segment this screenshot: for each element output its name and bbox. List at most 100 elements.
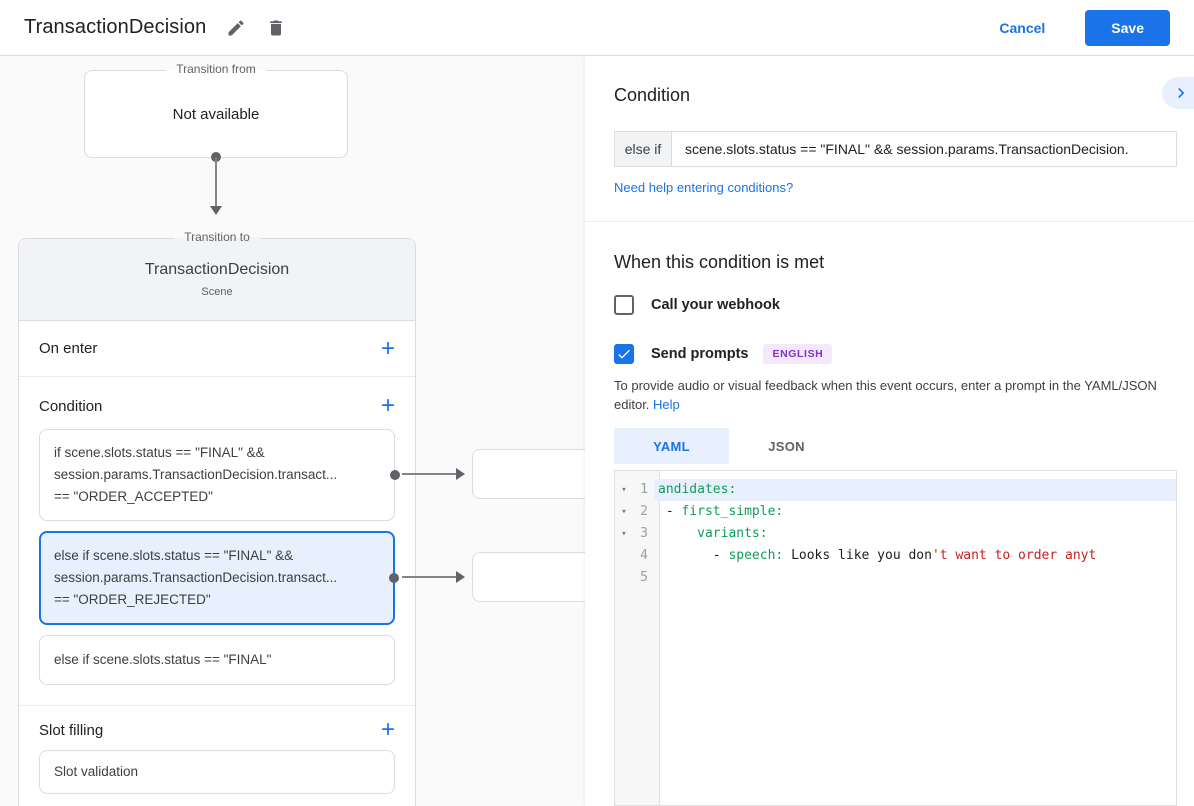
send-prompts-row: Send prompts ENGLISH	[614, 344, 833, 364]
code-token: first_simple:	[681, 504, 784, 519]
condition-help-link[interactable]: Need help entering conditions?	[614, 180, 794, 195]
condition-card-text: session.params.TransactionDecision.trans…	[54, 467, 338, 482]
condition-card-text: == "ORDER_REJECTED"	[54, 592, 211, 607]
add-condition-button[interactable]: +	[380, 392, 395, 419]
code-text[interactable]: - speech: Looks like you don't want to o…	[654, 545, 1176, 567]
condition-prefix-label: else if	[615, 132, 672, 166]
language-badge: ENGLISH	[763, 344, 833, 364]
condition-card-text: == "ORDER_ACCEPTED"	[54, 489, 213, 504]
on-enter-row: On enter +	[19, 321, 415, 377]
connector-line	[215, 158, 217, 206]
condition-card[interactable]: else if scene.slots.status == "FINAL" &&…	[39, 531, 399, 625]
connector-dot	[211, 152, 221, 162]
add-slot-button[interactable]: +	[380, 716, 395, 743]
connector-line	[402, 576, 458, 578]
connector-dot[interactable]	[390, 470, 400, 480]
condition-section-title: Condition	[39, 397, 103, 415]
editor-tabbar: YAML JSON	[614, 428, 844, 464]
send-prompts-checkbox[interactable]	[614, 344, 634, 364]
scene-name: TransactionDecision	[144, 261, 290, 278]
top-bar: TransactionDecision Cancel Save	[0, 0, 1194, 56]
fold-toggle-icon	[615, 567, 633, 589]
transition-target-box[interactable]	[472, 449, 586, 499]
code-token: 't want to order anyt	[931, 548, 1097, 563]
slot-filling-section: Slot filling + Slot validation	[19, 706, 415, 806]
code-token: speech:	[728, 548, 784, 563]
code-line: ▾ 3 variants:	[615, 523, 1176, 545]
tab-json[interactable]: JSON	[768, 438, 805, 454]
chevron-right-icon	[1171, 83, 1191, 103]
line-number: 5	[640, 570, 648, 585]
trash-icon	[266, 18, 286, 38]
help-link[interactable]: Help	[653, 397, 680, 412]
slot-card-text: Slot validation	[54, 764, 139, 779]
panel-divider	[585, 221, 1194, 222]
code-line: 5	[615, 567, 1176, 589]
slot-card[interactable]: Slot validation	[39, 750, 395, 794]
code-line: ▾ 2 - first_simple:	[615, 501, 1176, 523]
condition-detail-panel: Condition else if Need help entering con…	[585, 56, 1194, 806]
delete-scene-button[interactable]	[260, 12, 292, 44]
edit-title-button[interactable]	[220, 12, 252, 44]
transition-from-box: Transition from Not available	[84, 62, 348, 158]
arrow-right-icon	[456, 468, 465, 480]
arrow-down-icon	[210, 206, 222, 215]
code-token: andidates:	[658, 482, 737, 497]
scene-type-label: Scene	[201, 286, 233, 298]
call-webhook-checkbox[interactable]	[614, 295, 634, 315]
scene-canvas: Transition from Not available Transition…	[0, 56, 586, 806]
condition-expression-group: else if	[614, 131, 1177, 167]
pencil-icon	[226, 18, 246, 38]
save-button[interactable]: Save	[1085, 9, 1170, 46]
fold-toggle-icon	[615, 545, 633, 567]
transition-target-box[interactable]	[472, 552, 586, 602]
code-text[interactable]: andidates:	[654, 479, 1176, 501]
code-line: 4 - speech: Looks like you don't want to…	[615, 545, 1176, 567]
arrow-right-icon	[456, 571, 465, 583]
editor-gutter	[615, 471, 660, 805]
cancel-button[interactable]: Cancel	[985, 12, 1059, 44]
fold-toggle-icon[interactable]: ▾	[621, 507, 627, 517]
collapse-panel-button[interactable]	[1162, 77, 1194, 109]
add-on-enter-button[interactable]: +	[380, 334, 395, 362]
condition-card-text: else if scene.slots.status == "FINAL" &&	[54, 548, 294, 563]
fold-toggle-icon[interactable]: ▾	[621, 485, 627, 495]
checkmark-icon	[616, 346, 632, 362]
line-number: 2	[640, 504, 648, 519]
code-line: ▾ 1 andidates:	[615, 479, 1176, 501]
scene-header[interactable]: TransactionDecision Scene	[19, 239, 415, 321]
condition-card-text: session.params.TransactionDecision.trans…	[54, 570, 338, 585]
code-text[interactable]: variants:	[654, 523, 1176, 545]
condition-card-text: if scene.slots.status == "FINAL" &&	[54, 445, 265, 460]
code-text[interactable]	[654, 567, 1176, 589]
transition-from-label: Transition from	[166, 62, 266, 76]
on-enter-title: On enter	[39, 340, 98, 357]
line-number: 3	[640, 526, 648, 541]
slot-filling-section-title: Slot filling	[39, 721, 104, 739]
send-prompts-label: Send prompts	[651, 346, 749, 362]
condition-card-text: else if scene.slots.status == "FINAL"	[54, 652, 272, 667]
panel-condition-title: Condition	[614, 85, 691, 105]
editor-hint-text: To provide audio or visual feedback when…	[614, 378, 1157, 412]
condition-card[interactable]: if scene.slots.status == "FINAL" && sessi…	[39, 429, 400, 521]
condition-expression-input[interactable]	[672, 132, 1176, 166]
code-token: Looks like you don	[783, 548, 932, 563]
code-token: -	[658, 504, 682, 519]
condition-section: Condition + if scene.slots.status == "FI…	[19, 377, 415, 706]
connector-line	[402, 473, 458, 475]
yaml-editor[interactable]: ▾ 1 andidates: ▾ 2 - first_simple: ▾ 3 variant…	[614, 470, 1177, 806]
tab-yaml[interactable]: YAML	[614, 428, 729, 464]
code-token: -	[658, 548, 729, 563]
code-token: variants:	[697, 526, 768, 541]
transition-to-card: Transition to TransactionDecision Scene …	[18, 230, 416, 806]
transition-from-content: Not available	[172, 105, 260, 123]
connector-dot[interactable]	[389, 573, 399, 583]
line-number: 1	[640, 482, 648, 497]
call-webhook-row: Call your webhook	[614, 295, 780, 315]
code-text[interactable]: - first_simple:	[654, 501, 1176, 523]
call-webhook-label: Call your webhook	[651, 297, 780, 313]
fold-toggle-icon[interactable]: ▾	[621, 529, 627, 539]
condition-met-title: When this condition is met	[614, 252, 825, 272]
condition-card[interactable]: else if scene.slots.status == "FINAL"	[39, 635, 395, 685]
code-token	[658, 526, 697, 541]
